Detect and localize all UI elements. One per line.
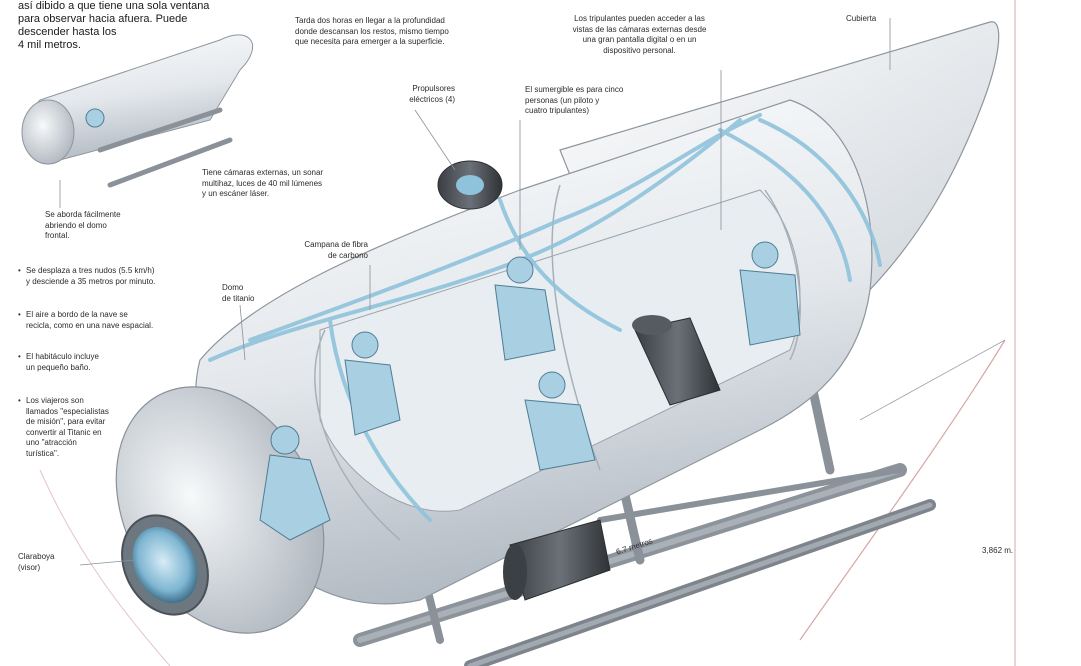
intro-line-2: para observar hacia afuera. Puede xyxy=(18,13,188,25)
annotation-viewport: Claraboya (visor) xyxy=(18,552,55,572)
leader-lines xyxy=(59,18,891,566)
small-sub-caption: Se aborda fácilmente abriendo el domo fr… xyxy=(45,210,121,240)
thruster-bottom xyxy=(503,519,611,601)
crew-passenger-3 xyxy=(524,371,596,471)
fact-speed: Se desplaza a tres nudos (5.5 km/h) y de… xyxy=(18,266,196,287)
crew-passenger-1 xyxy=(344,331,401,436)
thruster-top xyxy=(437,160,503,210)
annotation-titanium-dome: Domo de titanio xyxy=(222,283,255,303)
intro-line-1: así dibido a que tiene una sola ventana xyxy=(18,0,210,12)
annotation-cameras: Tiene cámaras externas, un sonar multiha… xyxy=(202,168,324,198)
annotation-screens: Los tripulantes pueden acceder a las vis… xyxy=(572,14,707,55)
intro-text: así dibido a que tiene una sola ventana … xyxy=(18,0,258,52)
annotation-depth: 3,862 m. xyxy=(982,546,1014,555)
depth-guide xyxy=(39,0,1016,666)
annotation-carbon-hull: Campana de fibra de carbono xyxy=(304,240,368,260)
crew-pilot xyxy=(259,425,331,541)
intro-line-3: descender hasta los xyxy=(18,26,117,38)
annotation-crew-capacity: El sumergible es para cinco personas (un… xyxy=(525,85,624,115)
crew-passenger-2 xyxy=(494,256,556,361)
fact-specialists: Los viajeros son llamados "especialistas… xyxy=(18,396,136,459)
thruster-side xyxy=(632,315,721,406)
fact-bathroom: El habitáculo incluye un pequeño baño. xyxy=(18,352,196,373)
annotation-thrusters: Propulsores eléctricos (4) xyxy=(409,84,455,104)
fact-air: El aire a bordo de la nave se recicla, c… xyxy=(18,310,196,331)
crew-members xyxy=(259,241,801,541)
crew-passenger-4 xyxy=(739,241,801,346)
annotation-descent-time: Tarda dos horas en llegar a la profundid… xyxy=(295,16,449,46)
small-submersible xyxy=(21,34,253,188)
intro-line-4: 4 mil metros. xyxy=(18,39,81,51)
annotation-tail-cover: Cubierta xyxy=(846,14,877,23)
viewport xyxy=(121,514,209,616)
